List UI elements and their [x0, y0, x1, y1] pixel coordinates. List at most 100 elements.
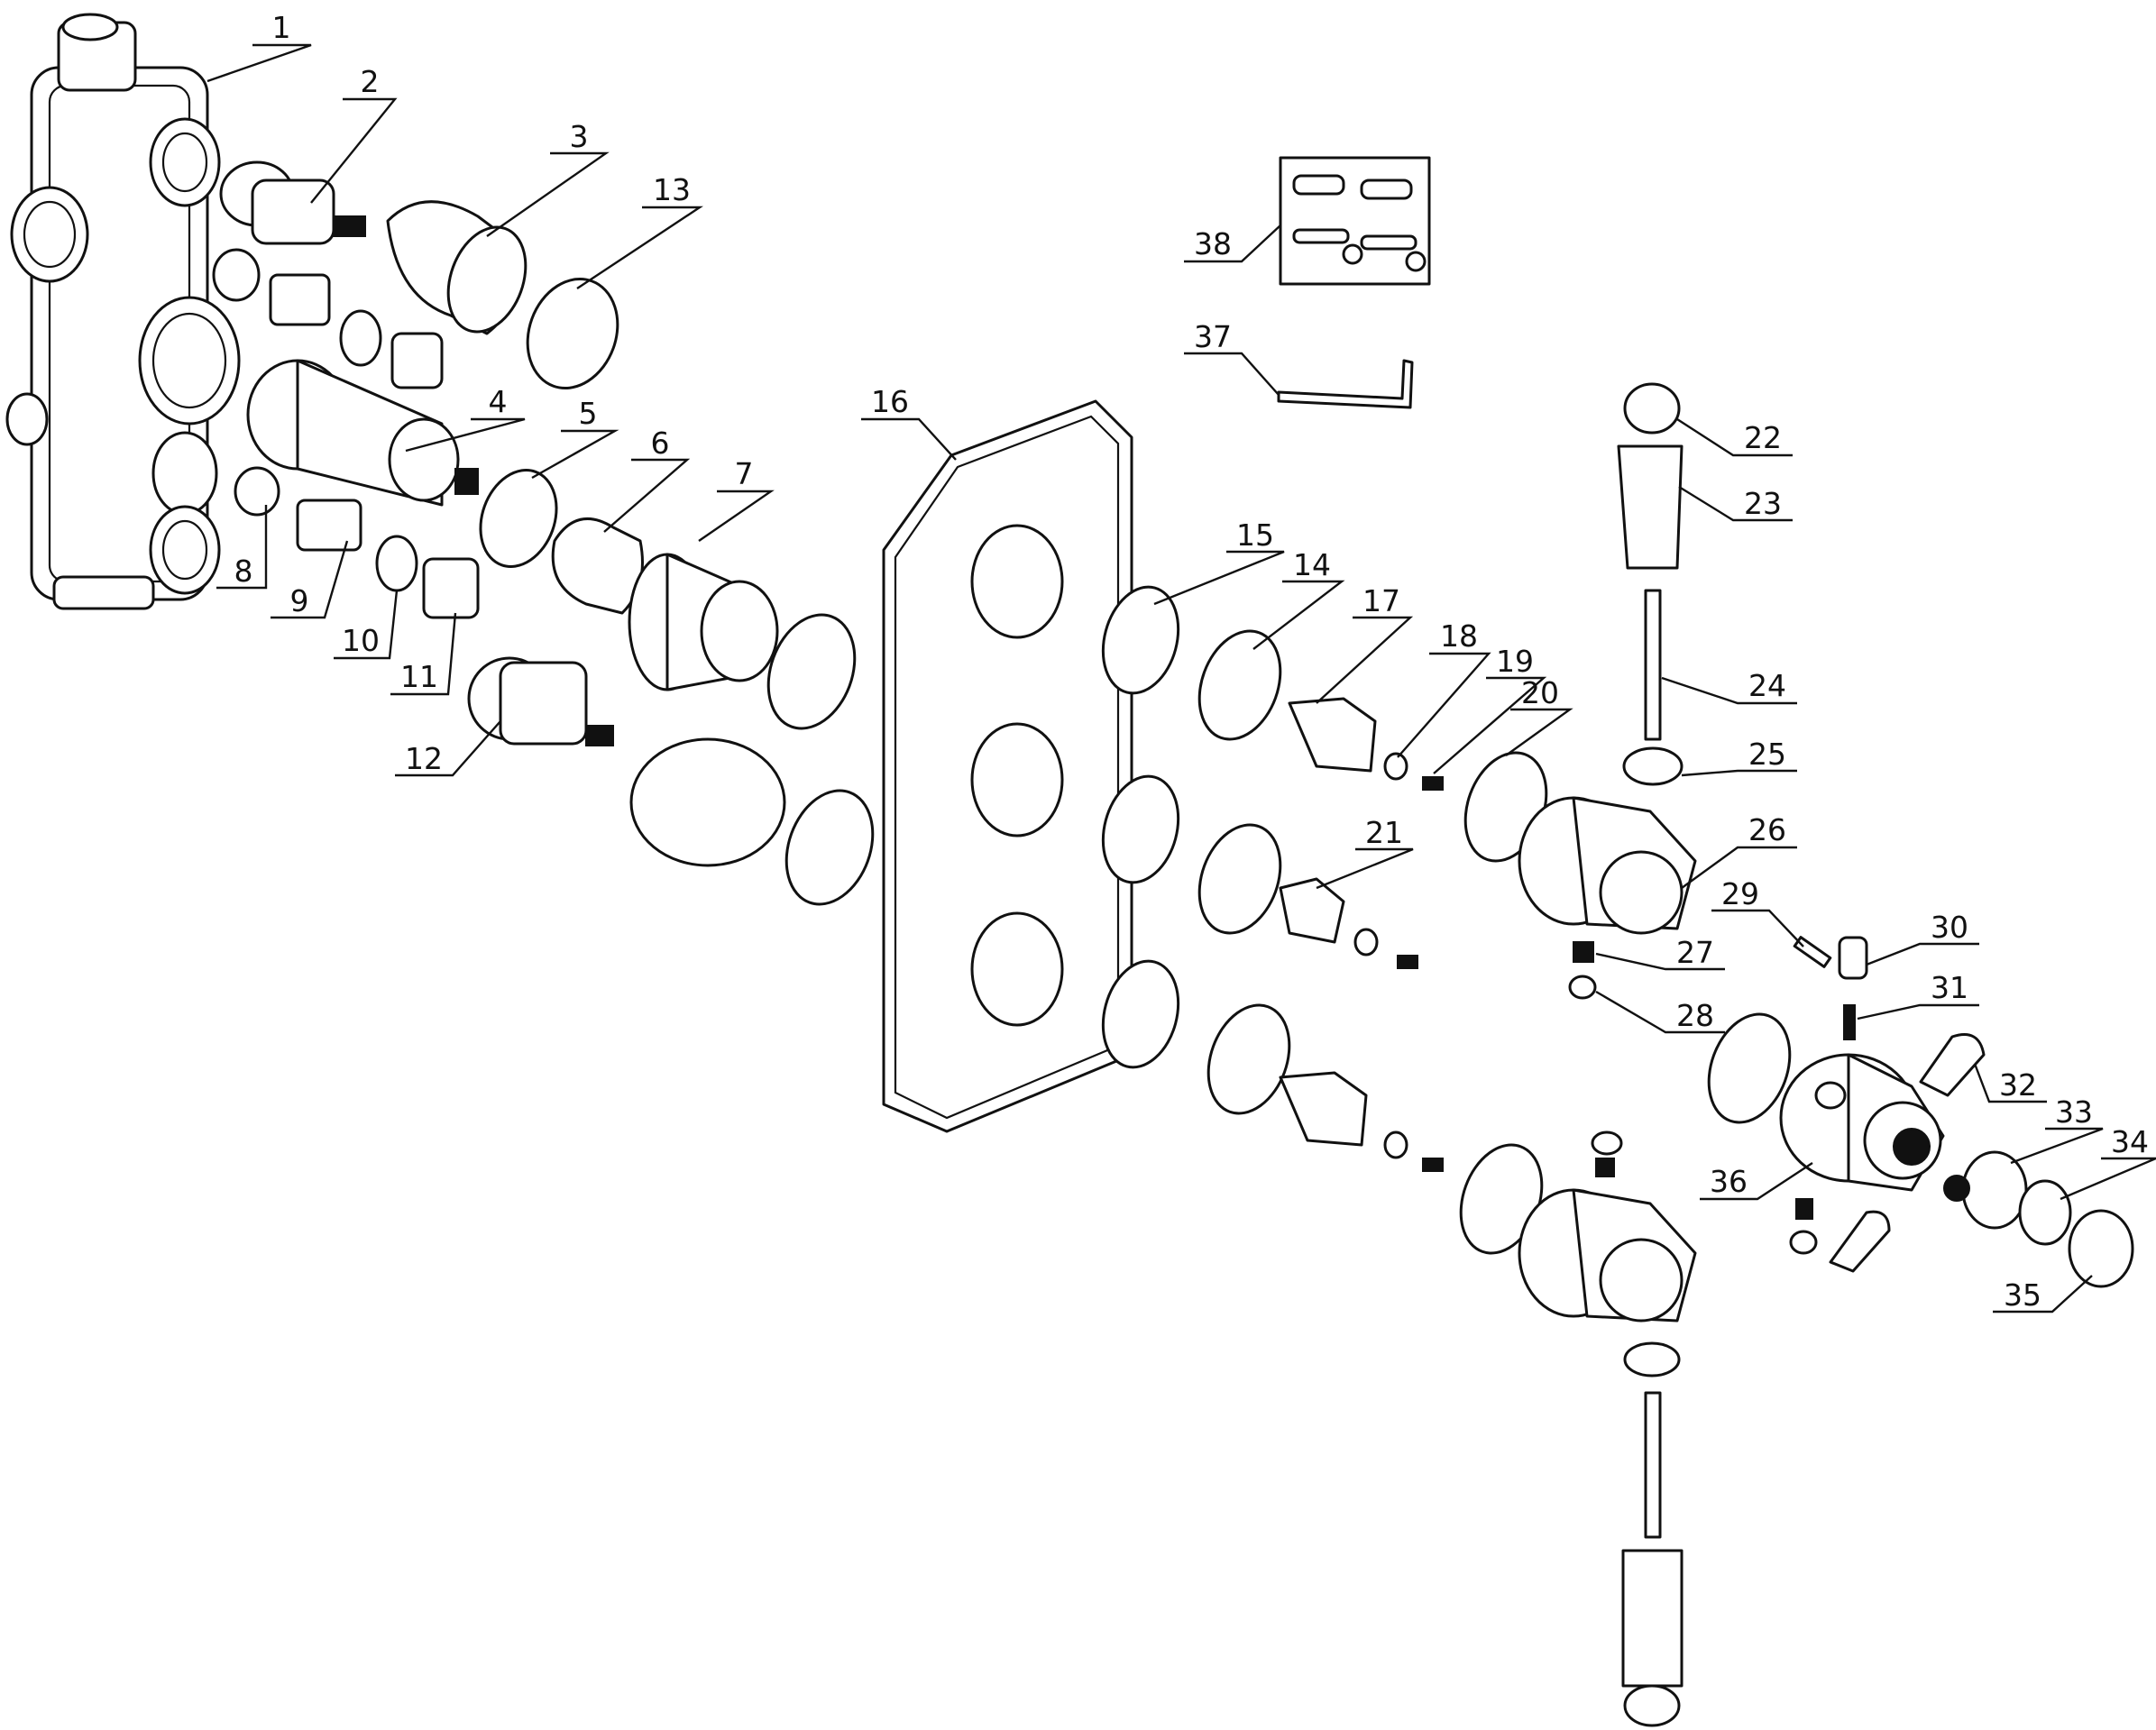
callout-6: 6: [603, 426, 691, 533]
svg-text:38: 38: [1194, 226, 1232, 261]
lever-handle-23: [1617, 444, 1684, 570]
handle-body-26-bottom: [1518, 1188, 1697, 1323]
callout-30: 30: [1866, 910, 1979, 966]
thermostatic-cartridge: [246, 359, 479, 507]
callout-22: 22: [1676, 417, 1793, 457]
upper-cartridge: [219, 160, 366, 245]
plug-8-upper: [212, 248, 261, 302]
nut-33-hub: [1943, 1175, 1970, 1202]
svg-text:13: 13: [653, 172, 691, 207]
svg-text:33: 33: [2055, 1094, 2093, 1130]
callout-3: 3: [486, 119, 610, 237]
lower-sleeve: [629, 737, 786, 867]
svg-text:28: 28: [1676, 998, 1714, 1033]
set-screw-31: [1843, 1004, 1856, 1040]
svg-text:9: 9: [290, 583, 309, 618]
adapter-21: [1279, 877, 1345, 944]
set-screw-lower: [1795, 1198, 1813, 1220]
bush-30: [1838, 936, 1868, 980]
washer-18-top: [1383, 752, 1408, 781]
washer-18-bottom: [1383, 1130, 1408, 1159]
upper-sleeve: [386, 200, 528, 335]
svg-text:22: 22: [1744, 420, 1782, 455]
lever-body-36: [1779, 1053, 1945, 1192]
callout-23: 23: [1678, 485, 1793, 522]
svg-text:14: 14: [1293, 547, 1331, 582]
svg-text:10: 10: [342, 623, 380, 658]
callout-5: 5: [531, 396, 619, 480]
svg-text:1: 1: [272, 10, 291, 45]
svg-text:15: 15: [1236, 517, 1274, 553]
screw-19-bottom: [1422, 1158, 1444, 1172]
adapter-17: [1288, 697, 1377, 773]
callout-20: 20: [1505, 675, 1573, 756]
base-25: [1622, 746, 1684, 786]
screw-19-top: [1422, 776, 1444, 791]
faceplate: [882, 399, 1133, 1133]
svg-text:25: 25: [1748, 737, 1786, 772]
fixings-box-38: [1279, 156, 1431, 286]
callout-1: 1: [206, 10, 312, 83]
knob-lower: [1829, 1210, 1891, 1273]
threaded-ring-15-mid: [1101, 774, 1180, 884]
svg-text:35: 35: [2004, 1277, 2041, 1313]
o-ring-14-mid: [1197, 823, 1282, 935]
callout-37: 37: [1184, 319, 1280, 396]
parts-layer: [5, 13, 2134, 1727]
ring-36: [1707, 1012, 1792, 1124]
cap-lower: [1623, 1684, 1681, 1727]
svg-text:16: 16: [871, 384, 909, 419]
svg-text:31: 31: [1931, 970, 1968, 1005]
o-ring-14-bottom: [1206, 1003, 1291, 1115]
callout-4: 4: [405, 384, 526, 453]
svg-text:12: 12: [405, 741, 443, 776]
svg-text:6: 6: [651, 426, 670, 461]
svg-text:30: 30: [1931, 910, 1968, 945]
callout-35: 35: [1993, 1275, 2093, 1314]
valve-body: [5, 13, 241, 610]
svg-text:19: 19: [1496, 644, 1534, 679]
svg-text:36: 36: [1710, 1164, 1748, 1199]
svg-text:26: 26: [1748, 812, 1786, 847]
nut-33: [1961, 1150, 2028, 1230]
lower-cartridge: [467, 656, 614, 746]
callout-36: 36: [1700, 1161, 1813, 1201]
svg-text:17: 17: [1362, 583, 1400, 618]
callout-26: 26: [1681, 812, 1797, 889]
hex-key-37: [1277, 359, 1414, 409]
svg-text:27: 27: [1676, 935, 1714, 970]
callout-32: 32: [1973, 1063, 2047, 1103]
callouts-layer: 1 2 3 4 5 6 7 8 9 10 11 12 13 14 15 16 1…: [206, 10, 2156, 1314]
svg-text:29: 29: [1721, 876, 1759, 911]
callout-24: 24: [1661, 668, 1797, 705]
grub-screw-lower: [1595, 1158, 1615, 1177]
grub-plug-lower-2: [1789, 1230, 1818, 1255]
cap-22: [1623, 382, 1681, 435]
flow-part-9-upper: [269, 273, 331, 326]
knob-32: [1919, 1033, 1986, 1097]
svg-text:37: 37: [1194, 319, 1232, 354]
callout-28: 28: [1595, 990, 1725, 1034]
callout-2: 2: [310, 64, 398, 204]
callout-18: 18: [1397, 618, 1491, 758]
callout-27: 27: [1595, 935, 1725, 971]
callout-7: 7: [698, 456, 775, 542]
svg-text:32: 32: [1999, 1067, 2037, 1103]
rod-24: [1644, 589, 1662, 741]
callout-10: 10: [334, 590, 399, 660]
nut-11-upper: [390, 332, 444, 389]
threaded-ring-15-top: [1101, 585, 1180, 695]
callout-16: 16: [861, 384, 957, 461]
threaded-ring-15-bottom: [1101, 959, 1180, 1069]
svg-text:23: 23: [1744, 486, 1782, 521]
retaining-ring-5: [479, 469, 558, 568]
svg-text:18: 18: [1440, 618, 1478, 654]
grub-screw-28: [1568, 975, 1597, 1000]
plug-8: [234, 466, 280, 517]
rod-lower: [1644, 1391, 1662, 1539]
svg-text:5: 5: [579, 396, 598, 431]
screw-19-mid: [1397, 955, 1418, 969]
callout-11: 11: [390, 612, 457, 696]
svg-text:24: 24: [1748, 668, 1786, 703]
